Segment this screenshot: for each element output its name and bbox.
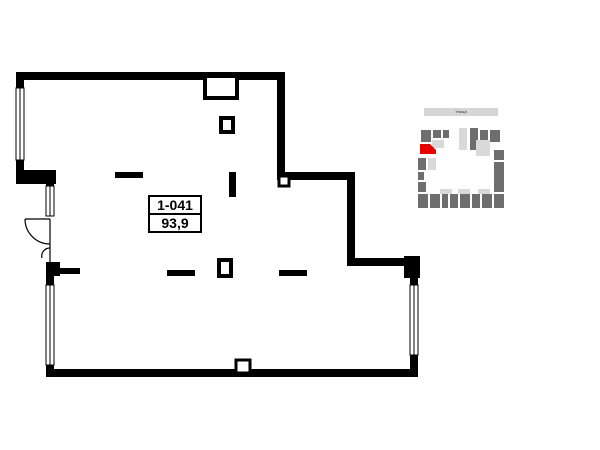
- street-label: Улица: [424, 108, 498, 116]
- unit-highlight: [420, 144, 436, 154]
- unit-number: 1-041: [157, 197, 193, 213]
- outer-wall: [16, 72, 418, 377]
- unit-label[interactable]: 1-041 93,9: [148, 195, 202, 233]
- columns-and-beams: [115, 74, 307, 375]
- wall-blocks: [16, 170, 420, 278]
- keyplan: [418, 128, 504, 208]
- entrance-door[interactable]: [24, 218, 51, 262]
- unit-area: 93,9: [150, 213, 200, 231]
- windows: [15, 87, 419, 366]
- walls: [16, 72, 418, 377]
